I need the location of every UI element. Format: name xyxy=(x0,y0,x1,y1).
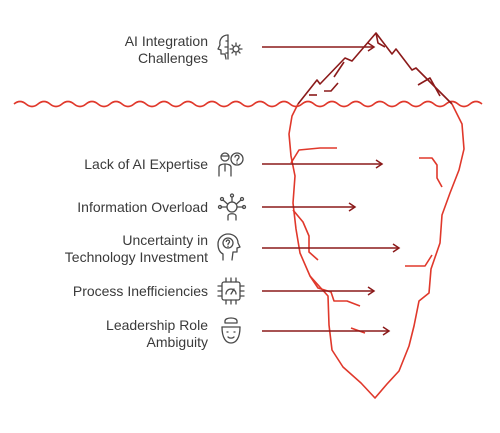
iceberg-tip xyxy=(297,32,453,105)
head-question-icon xyxy=(215,232,245,262)
item-label: Process Inefficiencies xyxy=(73,283,208,300)
title-label: AI Integration Challenges xyxy=(125,33,208,67)
item-label: Information Overload xyxy=(77,199,208,216)
item-label-line: Information Overload xyxy=(77,199,208,215)
ai-head-gear-icon xyxy=(215,32,245,62)
item-label-line: Ambiguity xyxy=(146,334,208,350)
item-label-line: Uncertainty in xyxy=(122,232,208,248)
title-line: Challenges xyxy=(137,50,208,66)
leader-face-icon xyxy=(216,316,246,346)
item-label-line: Technology Investment xyxy=(64,249,208,265)
item-label-line: Process Inefficiencies xyxy=(72,283,208,299)
head-network-icon xyxy=(217,192,247,222)
item-label-line: Leadership Role xyxy=(106,317,208,333)
item-label: Lack of AI Expertise xyxy=(84,156,208,173)
pointer-arrows xyxy=(262,42,401,336)
item-label: Leadership Role Ambiguity xyxy=(106,317,208,351)
title-line: AI Integration xyxy=(124,33,208,49)
item-label: Uncertainty in Technology Investment xyxy=(65,232,208,266)
person-question-icon xyxy=(215,149,245,179)
water-line xyxy=(13,100,483,108)
iceberg-body xyxy=(288,103,465,399)
chip-gauge-icon xyxy=(216,276,246,306)
item-label-line: Lack of AI Expertise xyxy=(84,156,208,172)
